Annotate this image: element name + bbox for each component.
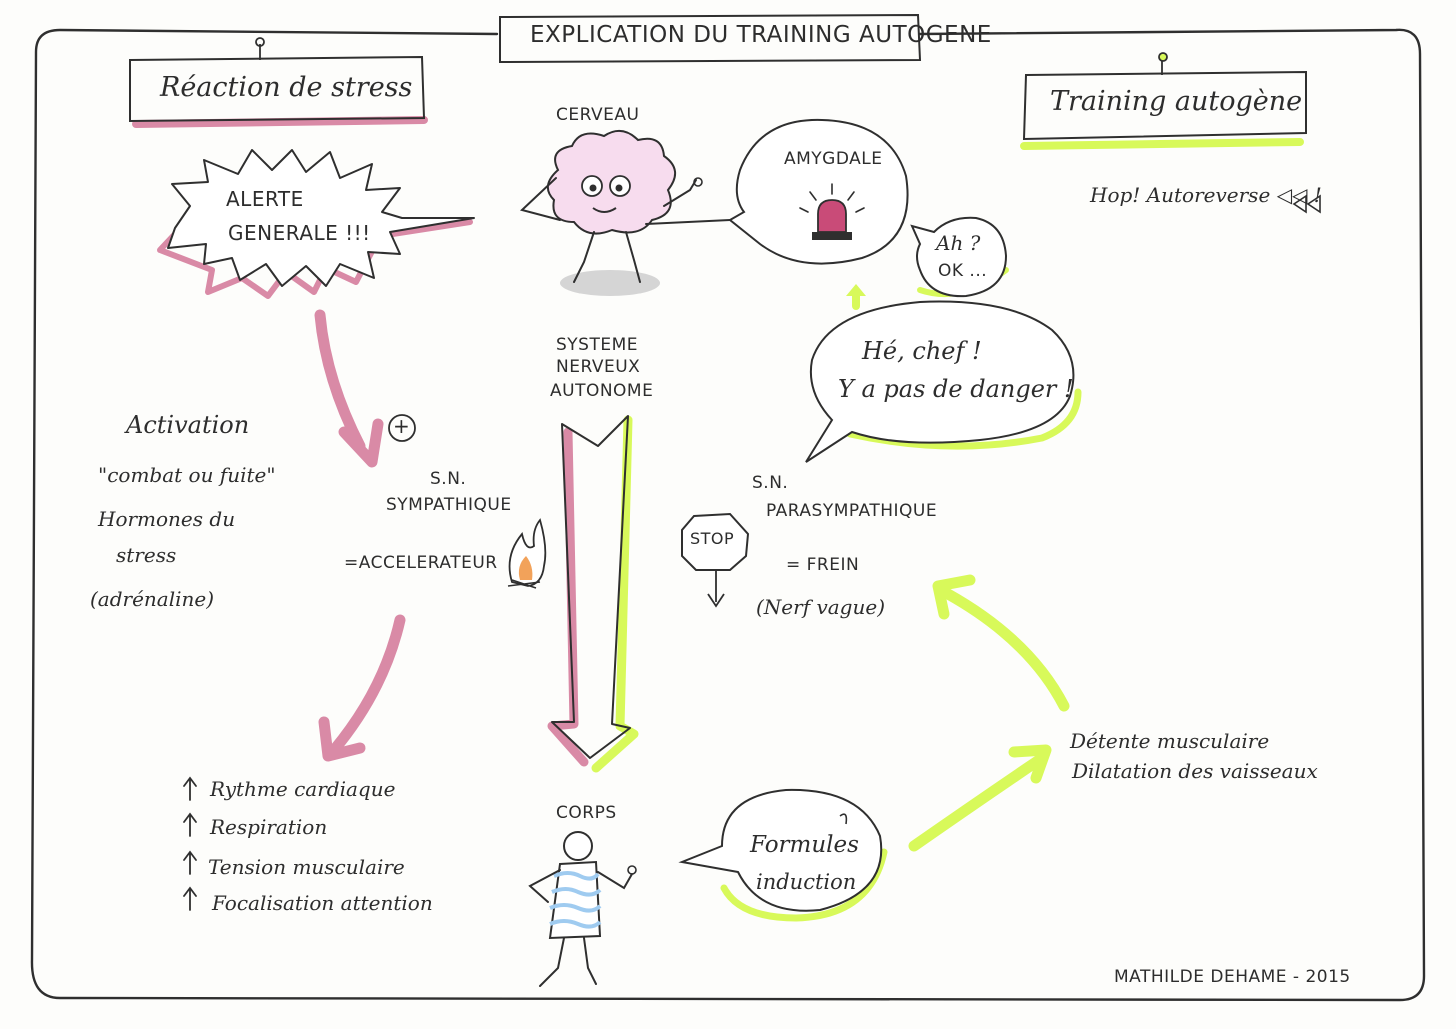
effect-muscle-tension: Tension musculaire [208,855,405,879]
formula-line2: induction [756,870,857,894]
brain-smile [592,207,617,213]
vagus-text: (Nerf vague) [756,595,886,619]
pin-icon-right [1158,52,1168,62]
ans-line3: AUTONOME [550,381,654,401]
ah-text: Ah ? [936,231,981,255]
chief-speech-highlight [846,388,1082,450]
relax-line2: Dilatation des vaisseaux [1072,759,1318,783]
brain-legs [573,231,641,283]
body-label: CORPS [556,803,617,823]
plus-sign: + [393,414,411,438]
signature: MATHILDE DEHAME - 2015 [1114,967,1351,987]
ah-ok-bubble [910,216,1008,298]
pink-arrow-head-2 [318,716,366,762]
stop-sign-icon [681,512,750,571]
activation-line5: (adrénaline) [90,587,215,611]
pink-arrow-to-sympathetic [314,309,366,452]
amygdala-bubble [728,118,909,265]
ok-text: OK ... [938,261,988,281]
body-head [563,831,593,861]
alarm-light-icon [817,199,847,233]
green-arrow-to-relaxation [908,752,1048,852]
formula-bubble-highlight [720,848,888,922]
alert-text-line2: GENERALE !!! [228,221,371,245]
ans-line1: SYSTEME [556,335,639,355]
reaction-title-box [129,55,426,123]
fire-icon [508,518,547,587]
relax-line1: Détente musculaire [1070,729,1270,753]
green-arrow-head-2 [1008,744,1052,784]
plus-circle [388,414,416,442]
title-box [499,13,922,64]
sympathetic-line2: SYMPATHIQUE [386,495,512,515]
ans-line2: NERVEUX [556,357,641,377]
pink-arrow-head-1 [338,418,384,468]
alert-burst-shadow [157,219,473,299]
activation-line2: "combat ou fuite" [98,463,276,487]
accelerator-text: =ACCELERATEUR [344,553,498,573]
body-limbs [528,869,633,987]
activation-line3: Hormones du [98,507,236,531]
activation-line1: Activation [126,411,250,439]
formula-line1: Formules [750,832,859,858]
training-title-box [1022,70,1307,141]
reaction-title: Réaction de stress [160,72,413,103]
chief-speech-bubble [805,300,1075,463]
training-title-highlight [1020,138,1304,150]
effect-heart-rate: Rythme cardiaque [210,777,396,801]
training-title: Training autogène [1050,86,1303,117]
stop-sign-text: STOP [690,529,735,548]
effect-focus: Focalisation attention [212,891,433,915]
small-green-arrow-head [846,284,866,296]
green-arrow-head-1 [932,574,976,620]
alarm-rays [799,183,865,213]
effect-breathing: Respiration [210,815,328,839]
page-title: EXPLICATION DU TRAINING AUTOGENE [530,22,992,48]
pin-icon [255,37,265,47]
outer-frame [30,28,1426,1002]
parasympathetic-line2: PARASYMPATHIQUE [766,501,938,521]
brain-shadow [560,270,660,296]
sympathetic-line1: S.N. [430,469,467,489]
amygdala-label: AMYGDALE [784,149,883,169]
green-arrow-to-brake [942,588,1070,712]
ans-arrow-pink-edge [547,427,589,767]
brain-label: CERVEAU [556,105,640,125]
speech-line1: Hé, chef ! [862,337,982,365]
parasympathetic-line1: S.N. [752,473,789,493]
activation-line4: stress [116,543,177,567]
alert-text-line1: ALERTE [226,187,304,211]
pink-arrow-to-effects [328,614,406,756]
body-torso [548,860,602,940]
stop-sign-pole [707,570,725,608]
autoreverse-text: Hop! Autoreverse ◁◁ ! [1090,183,1322,207]
formula-bubble [678,788,883,912]
body-striped-shirt [549,871,602,929]
ans-arrow-green-edge [591,415,639,773]
rewind-icon [1292,194,1321,214]
alert-burst [167,149,475,287]
effect-arrows [183,776,197,911]
speech-line2: Y a pas de danger ! [838,375,1074,403]
ans-arrow-outline [551,415,631,759]
reaction-title-highlight [132,116,428,128]
alarm-light-base [812,232,852,240]
brake-text: = FREIN [786,555,860,575]
